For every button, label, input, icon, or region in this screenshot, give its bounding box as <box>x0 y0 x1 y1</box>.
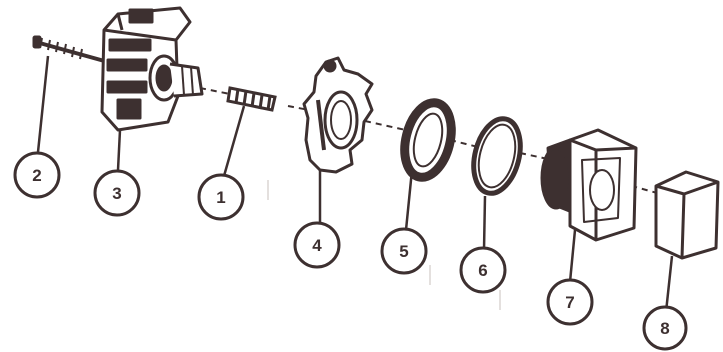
callout-2: 2 <box>13 151 61 199</box>
callout-8: 8 <box>642 305 688 351</box>
callout-label-8: 8 <box>660 319 669 338</box>
callout-1: 1 <box>197 173 245 221</box>
part-push-cap <box>654 170 720 260</box>
callout-3: 3 <box>93 169 141 217</box>
leader-lines <box>36 55 674 313</box>
part-sealing-washer <box>471 116 523 196</box>
part-bezel-housing <box>540 128 638 242</box>
leader-line-8 <box>664 255 674 313</box>
callout-label-1: 1 <box>216 188 225 207</box>
callout-label-3: 3 <box>112 184 121 203</box>
callout-4: 4 <box>293 221 341 269</box>
callout-6: 6 <box>459 246 507 294</box>
background-marks <box>267 180 501 310</box>
callout-7: 7 <box>546 278 594 326</box>
callout-label-2: 2 <box>32 166 41 185</box>
part-long-screw <box>32 35 109 64</box>
callout-label-5: 5 <box>399 242 408 261</box>
leader-line-2 <box>36 55 50 153</box>
leader-line-3 <box>116 129 122 171</box>
part-mounting-bracket <box>302 56 374 174</box>
callout-label-7: 7 <box>565 293 574 312</box>
part-spring-pin <box>226 86 277 112</box>
part-switch-body <box>100 6 204 132</box>
part-locking-ring <box>400 98 456 182</box>
leader-line-5 <box>404 169 414 231</box>
callout-label-6: 6 <box>478 261 487 280</box>
leader-line-7 <box>568 229 577 283</box>
callout-label-4: 4 <box>312 236 322 255</box>
leader-line-1 <box>222 105 246 177</box>
callout-5: 5 <box>380 227 428 275</box>
leader-line-6 <box>482 195 487 251</box>
